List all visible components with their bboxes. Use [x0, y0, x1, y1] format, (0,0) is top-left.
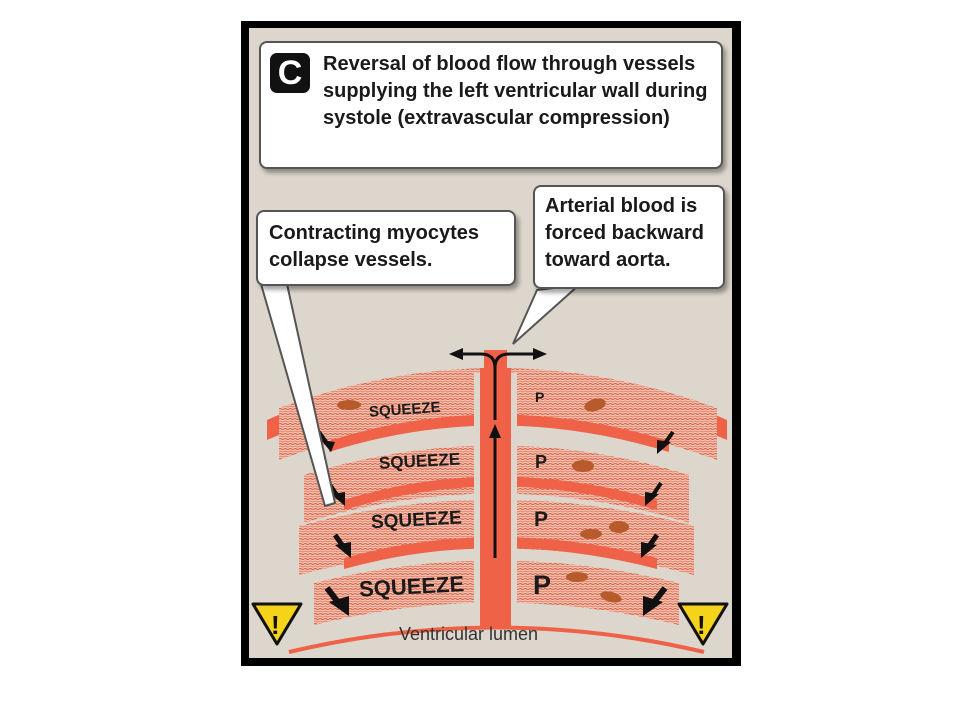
pressure-label-3: P: [534, 508, 548, 531]
t-arrow-right-head: [533, 348, 547, 360]
compression-arrow-left-4: [329, 596, 349, 616]
svg-text:!: !: [697, 610, 706, 640]
squeeze-label-2: SQUEEZE: [379, 450, 461, 473]
compression-arrow-left-2: [331, 492, 345, 506]
artery-wall-left: [480, 368, 484, 628]
compression-arrow-right-4: [643, 596, 663, 616]
compression-arrow-right-2: [645, 492, 659, 506]
lumen-label: Ventricular lumen: [399, 624, 538, 644]
pressure-label-4: P: [533, 570, 551, 600]
myocyte-nucleus: [609, 521, 629, 533]
myocyte-nucleus: [600, 591, 622, 603]
t-arrow-right: [493, 352, 535, 369]
compression-arrow-right-1: [657, 440, 671, 454]
artery-gap-left: [474, 373, 481, 623]
myocyte-nucleus: [337, 400, 361, 410]
pressure-label-2: P: [535, 452, 547, 472]
vessel-layer-2: [344, 476, 657, 510]
panel-badge: C: [270, 53, 310, 93]
squeeze-label-1: SQUEEZE: [368, 399, 441, 421]
figure-panel: SQUEEZE SQUEEZE SQUEEZE SQUEEZE P P P P: [241, 21, 741, 666]
figure-inner: SQUEEZE SQUEEZE SQUEEZE SQUEEZE P P P P: [249, 28, 732, 658]
heart-wall-diagram: SQUEEZE SQUEEZE SQUEEZE SQUEEZE P P P P: [251, 348, 729, 654]
pressure-label-1: P: [535, 389, 544, 405]
arterial-callout-pointer: [512, 283, 583, 345]
artery-gap-right: [510, 373, 517, 623]
svg-text:!: !: [271, 610, 280, 640]
t-arrow-left-head: [449, 348, 463, 360]
panel-title: Reversal of blood flow through vessels s…: [323, 53, 708, 129]
artery-wall-right: [507, 368, 511, 628]
squeeze-label-3: SQUEEZE: [371, 508, 463, 534]
myocyte-nucleus: [566, 572, 588, 582]
vessel-layer-1: [329, 414, 669, 452]
myocyte-nucleus: [580, 529, 602, 539]
myocyte-callout: Contracting myocytes collapse vessels.: [256, 210, 516, 286]
arterial-callout: Arterial blood is forced backward toward…: [533, 185, 725, 289]
compression-arrow-right-3: [641, 542, 657, 558]
myocyte-callout-text: Contracting myocytes collapse vessels.: [269, 222, 480, 271]
title-box: C Reversal of blood flow through vessels…: [259, 41, 723, 169]
warning-icon-right: !: [677, 602, 729, 646]
vessel-layer-3: [344, 537, 657, 569]
backflow-arrow-head: [489, 424, 501, 438]
compression-arrow-left-3: [335, 542, 351, 558]
warning-icon-left: !: [251, 602, 303, 646]
squeeze-label-4: SQUEEZE: [358, 571, 464, 601]
arterial-callout-text: Arterial blood is forced backward toward…: [545, 195, 704, 271]
myocyte-callout-pointer: [259, 283, 337, 508]
myocyte-nucleus: [572, 460, 594, 472]
myocyte-nucleus: [584, 398, 606, 412]
